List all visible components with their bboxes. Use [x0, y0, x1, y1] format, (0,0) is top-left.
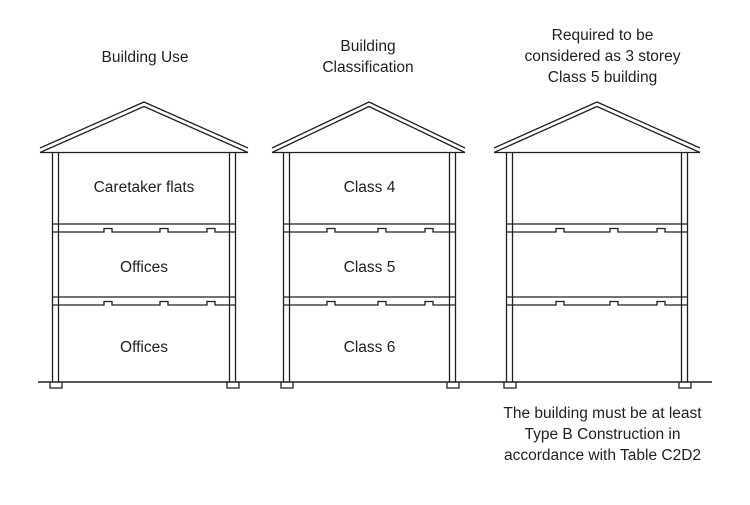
footing-left	[49, 382, 63, 389]
floor-slab-upper	[506, 223, 688, 233]
footing-left	[280, 382, 294, 389]
wall-right	[228, 152, 237, 382]
heading-building-use: Building Use	[101, 49, 189, 66]
roof-gable	[493, 101, 701, 154]
building-classification-section	[271, 101, 466, 389]
wall-right	[448, 152, 457, 382]
building-use-storey-middle-label: Offices	[120, 259, 168, 276]
building-classification-storey-ground-label: Class 6	[343, 339, 396, 356]
wall-left	[505, 152, 514, 382]
roof-gable	[271, 101, 466, 154]
footing-right	[446, 382, 460, 389]
roof-gable	[39, 101, 249, 154]
floor-slab-lower	[52, 296, 236, 306]
building-required-section	[493, 101, 701, 389]
building-classification-storey-top-label: Class 4	[343, 179, 396, 196]
floor-slab-upper	[52, 223, 236, 233]
wall-left	[51, 152, 60, 382]
footing-right	[226, 382, 240, 389]
floor-slab-lower	[506, 296, 688, 306]
wall-right	[680, 152, 689, 382]
building-classification-storey-middle-label: Class 5	[343, 259, 396, 276]
building-use-storey-top-label: Caretaker flats	[93, 179, 195, 196]
floor-slab-lower	[283, 296, 456, 306]
footing-left	[503, 382, 517, 389]
footing-right	[678, 382, 692, 389]
heading-required-consideration: Required to be considered as 3 storey Cl…	[524, 27, 681, 86]
heading-building-classification: Building Classification	[322, 38, 414, 76]
wall-left	[282, 152, 291, 382]
construction-requirement-footnote: The building must be at least Type B Con…	[503, 405, 702, 464]
building-use-storey-ground-label: Offices	[120, 339, 168, 356]
building-use-section	[39, 101, 249, 389]
floor-slab-upper	[283, 223, 456, 233]
